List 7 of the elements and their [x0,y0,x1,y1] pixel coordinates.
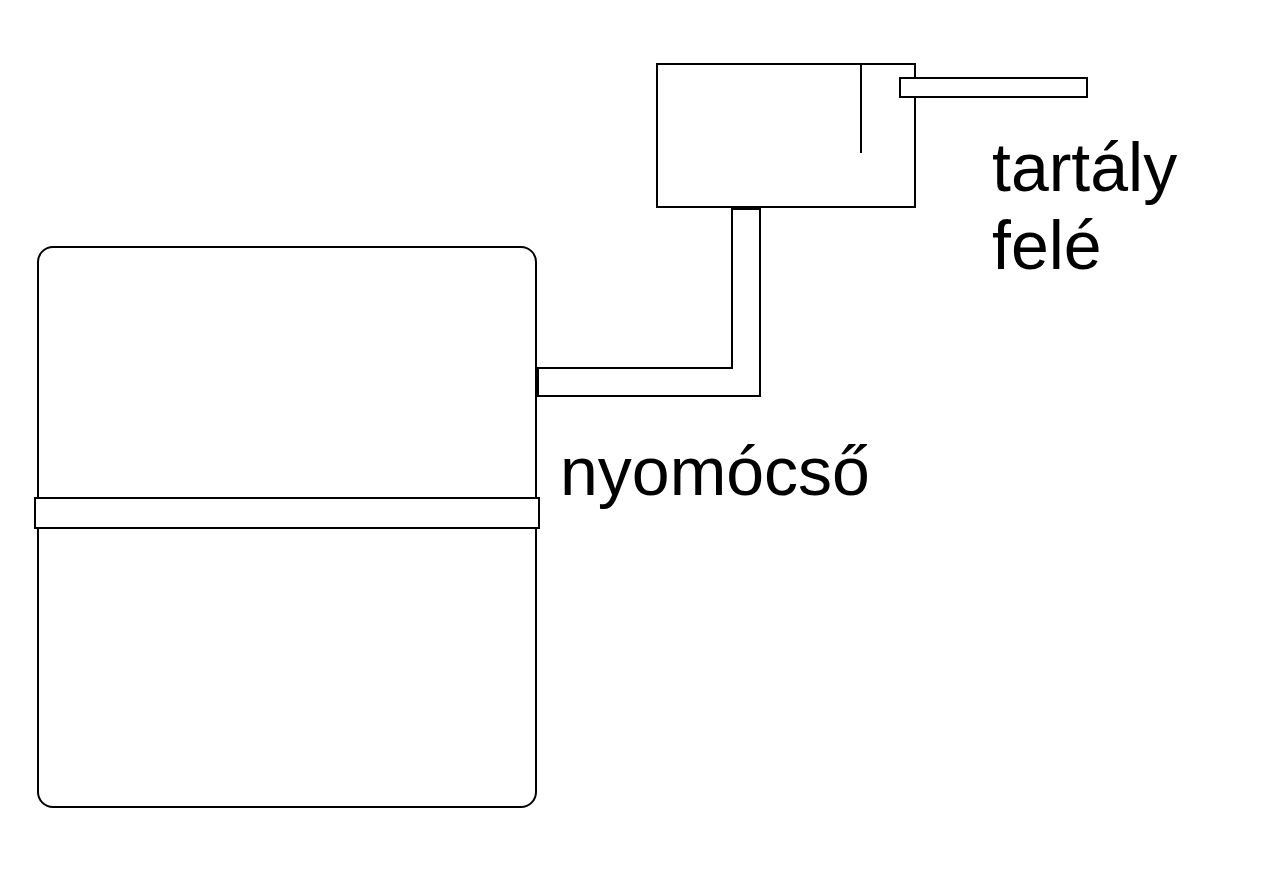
outlet-tube [899,77,1088,98]
tube-caption: tartály felé [992,128,1179,284]
tank-band [34,497,540,529]
pipe [537,208,761,397]
edge-label: nyomócső [560,432,870,510]
pressure-chamber [656,63,916,208]
tank-body [37,246,537,808]
